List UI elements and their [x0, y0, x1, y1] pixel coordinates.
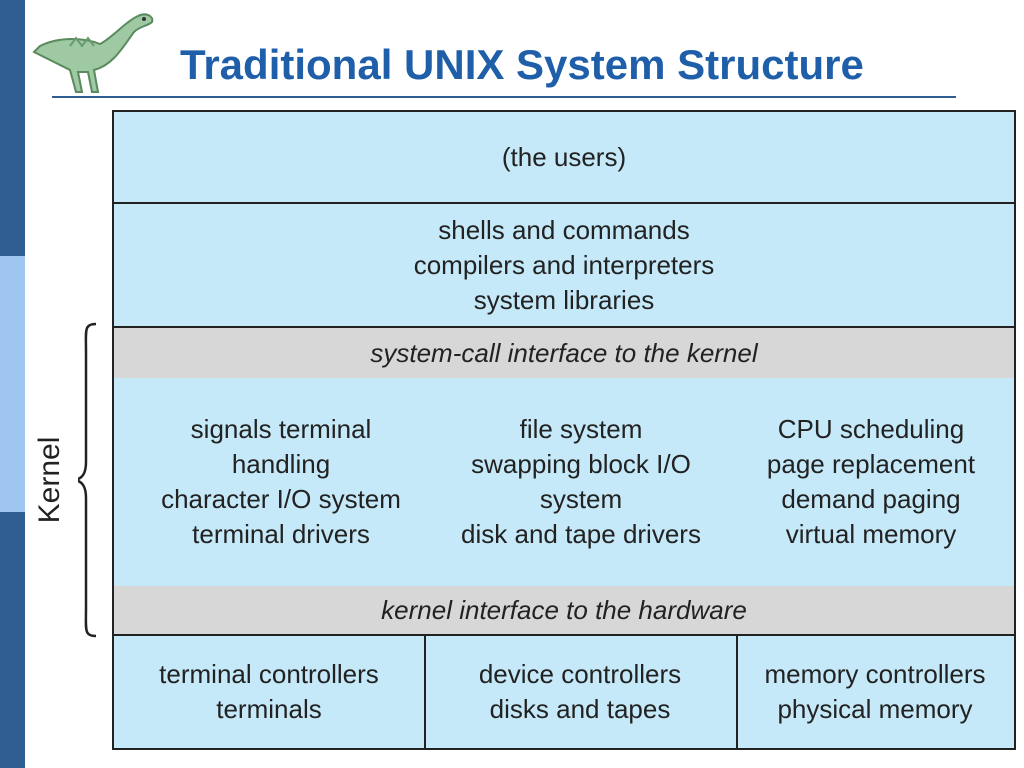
kernel-line: terminal drivers	[192, 519, 370, 549]
slide-title: Traditional UNIX System Structure	[180, 41, 864, 88]
kernel-line: file system	[519, 414, 643, 444]
left-accent-bar	[0, 0, 25, 768]
unix-structure-diagram: (the users) shells and commands compiler…	[112, 110, 1016, 750]
users-layer: (the users)	[114, 112, 1014, 204]
kernel-brace	[78, 322, 97, 638]
title-underline	[52, 96, 956, 98]
kernel-line: system	[539, 484, 623, 514]
kernel-line: page replacement	[766, 449, 976, 479]
kernel-line: virtual memory	[785, 519, 957, 549]
shells-line: compilers and interpreters	[413, 249, 715, 280]
controller-line: terminal controllers	[159, 659, 379, 689]
controller-column-memory: memory controllers physical memory	[736, 636, 1014, 748]
kernel-layer: signals terminal handling character I/O …	[114, 378, 1014, 586]
kernel-column-memory: CPU scheduling page replacement demand p…	[726, 378, 1016, 586]
kernel-column-terminal: signals terminal handling character I/O …	[114, 378, 448, 586]
syscall-interface-layer: system-call interface to the kernel	[114, 328, 1014, 378]
dinosaur-icon	[32, 13, 154, 93]
controller-line: physical memory	[777, 694, 973, 724]
kernel-line: signals terminal	[190, 414, 372, 444]
controller-column-device: device controllers disks and tapes	[424, 636, 738, 748]
shells-line: system libraries	[473, 284, 655, 315]
controller-column-terminal: terminal controllers terminals	[114, 636, 426, 748]
controllers-layer: terminal controllers terminals device co…	[114, 636, 1014, 748]
controller-line: disks and tapes	[489, 694, 671, 724]
kernel-line: CPU scheduling	[777, 414, 965, 444]
left-accent-bar-light	[0, 256, 25, 512]
kernel-line: swapping block I/O	[471, 449, 691, 479]
shells-line: shells and commands	[438, 214, 690, 245]
kernel-column-filesystem: file system swapping block I/O system di…	[432, 378, 730, 586]
kernel-line: character I/O system	[161, 484, 401, 514]
kernel-line: demand paging	[781, 484, 961, 514]
controller-line: device controllers	[478, 659, 682, 689]
kernel-line: disk and tape drivers	[461, 519, 701, 549]
controller-line: memory controllers	[764, 659, 986, 689]
kernel-line: handling	[231, 449, 331, 479]
shells-layer: shells and commands compilers and interp…	[114, 204, 1014, 328]
controller-line: terminals	[216, 694, 322, 724]
hardware-interface-layer: kernel interface to the hardware	[114, 586, 1014, 636]
